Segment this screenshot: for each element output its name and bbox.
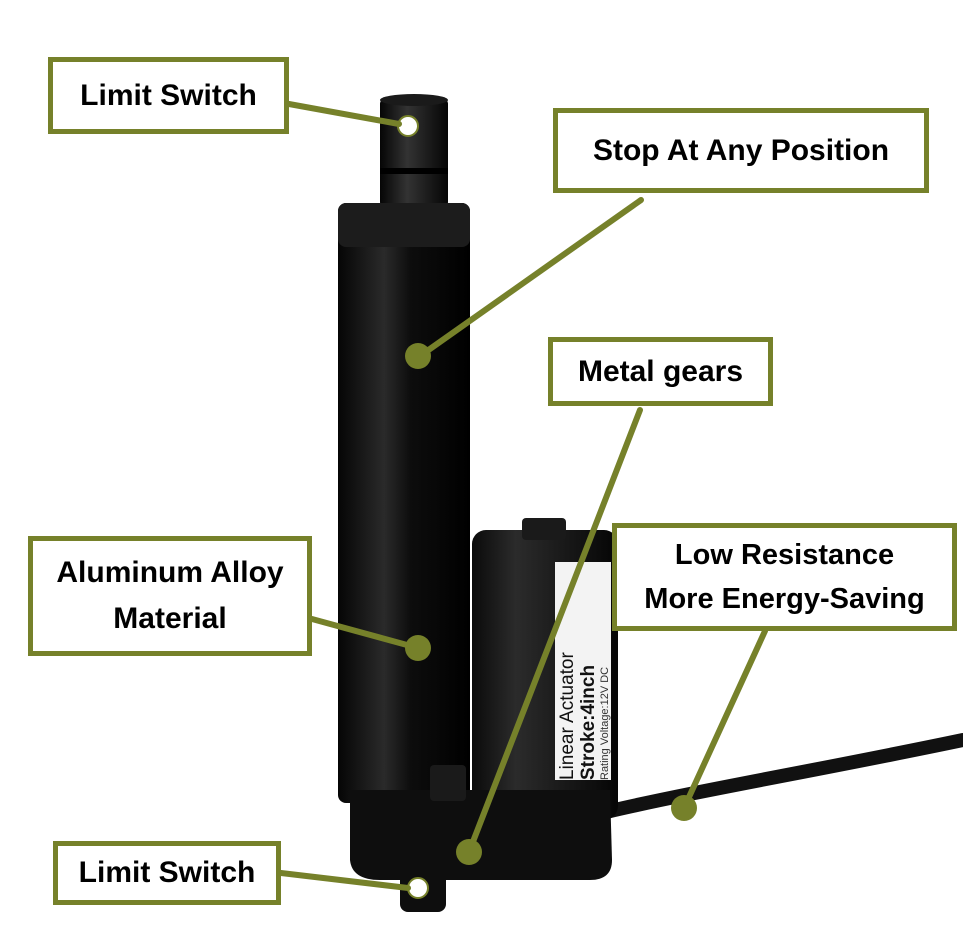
power-cable [599,733,963,819]
motor-label-line1: Linear Actuator [557,652,578,780]
actuator-tube [338,203,470,803]
connector-limit-top [286,101,402,127]
callout-lowres-line1: Low Resistance [674,539,895,571]
motor-cap-button [522,518,566,540]
callout-connectors [278,101,768,891]
callout-metal-gears-text: Metal gears [577,354,744,388]
callout-stop-text: Stop At Any Position [592,133,890,167]
callout-lowres-line2: More Energy-Saving [644,583,925,615]
callout-limit-switch-top: Limit Switch [48,57,289,134]
connector-alloy [309,616,421,651]
callout-limit-switch-top-text: Limit Switch [80,78,257,112]
motor-label: Linear Actuator Stroke:4inch Rating Volt… [555,562,611,780]
callout-stop-at-any-position: Stop At Any Position [553,108,929,193]
dot-alloy [405,635,431,661]
dot-stop [405,343,431,369]
rod-top-cap [380,94,448,106]
rod-ring [380,168,448,174]
callout-dots [405,343,697,865]
callout-alloy-line1: Aluminum Alloy [56,556,284,589]
motor-label-line3: Rating Voltage:12V DC [599,667,611,780]
mount-bracket [430,765,466,801]
connector-stop [417,197,644,359]
callout-metal-gears: Metal gears [548,337,773,406]
actuator-rod [380,98,448,208]
callout-limit-switch-bottom: Limit Switch [53,841,281,905]
connector-metal-gears [466,407,643,855]
tube-top-collar [338,203,470,247]
connector-limit-bottom [278,870,411,891]
gearbox-base [350,790,612,880]
callout-low-resistance: Low Resistance More Energy-Saving [612,523,957,631]
callout-alloy-line2: Material [113,602,227,635]
dot-metal-gears [456,839,482,865]
motor-label-line2: Stroke:4inch [578,665,599,780]
dot-low-resistance [671,795,697,821]
connector-low-resistance [681,628,768,811]
callout-aluminum-alloy: Aluminum Alloy Material [28,536,312,656]
callout-limit-switch-bottom-text: Limit Switch [78,856,256,889]
